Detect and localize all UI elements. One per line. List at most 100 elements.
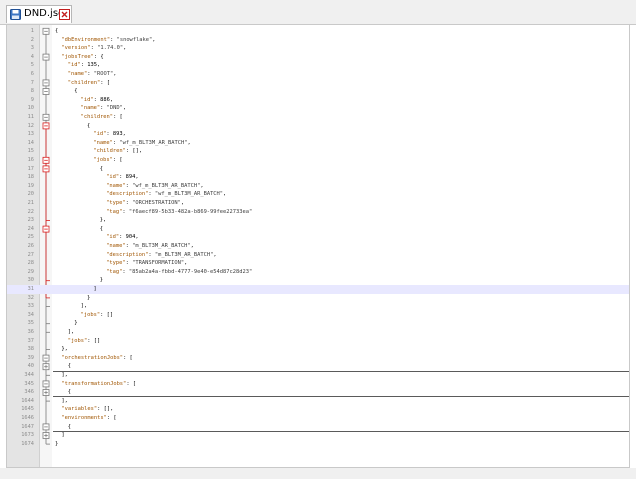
- code-line[interactable]: 23},: [7, 216, 629, 225]
- line-number: 38: [27, 346, 34, 353]
- code-line[interactable]: 1647{: [7, 423, 629, 432]
- fold-collapse-icon[interactable]: [42, 113, 50, 121]
- code-line[interactable]: 27"description": "m_BLT3M_AR_BATCH",: [7, 251, 629, 260]
- code-line[interactable]: 3"version": "1.74.0",: [7, 44, 629, 53]
- fold-collapse-icon[interactable]: [42, 53, 50, 61]
- json-string: "wf_m_BLT3M_AR_BATCH": [154, 191, 224, 198]
- code-line[interactable]: 22"tag": "f6aecf89-5b33-482a-b869-99fee2…: [7, 208, 629, 217]
- code-line[interactable]: 4"jobsTree": {: [7, 53, 629, 62]
- json-punctuation: :: [110, 36, 117, 43]
- fold-collapse-icon[interactable]: [42, 165, 50, 173]
- line-number: 346: [24, 389, 34, 396]
- code-line[interactable]: 8{: [7, 87, 629, 96]
- code-line[interactable]: 1646"environments": [: [7, 414, 629, 423]
- code-line[interactable]: 1644],: [7, 397, 629, 406]
- json-punctuation: :: [125, 200, 133, 206]
- code-line[interactable]: 9"id": 886,: [7, 96, 629, 105]
- code-line[interactable]: 32}: [7, 294, 629, 303]
- json-string: "ORCHESTRATION": [132, 200, 181, 206]
- json-punctuation: {: [99, 165, 104, 172]
- fold-expand-icon[interactable]: [42, 363, 50, 371]
- json-punctuation: ,: [200, 182, 204, 189]
- fold-collapse-icon[interactable]: [42, 380, 50, 388]
- json-string: "DND": [106, 105, 123, 112]
- close-icon[interactable]: [59, 9, 70, 20]
- code-line[interactable]: 29"tag": "85ab2a4a-fbbd-4777-9e40-e54d87…: [7, 268, 629, 277]
- json-punctuation: ,: [184, 260, 188, 267]
- line-number: 1646: [21, 415, 34, 421]
- code-line[interactable]: 11"children": [: [7, 113, 629, 122]
- line-number: 2: [30, 36, 34, 43]
- fold-expand-icon[interactable]: [42, 389, 50, 396]
- line-number: 23: [27, 217, 34, 224]
- code-text: ],: [61, 397, 68, 406]
- json-punctuation: ]: [93, 286, 97, 292]
- code-line[interactable]: 35}: [7, 319, 629, 328]
- code-line[interactable]: 14"name": "wf_m_BLT3M_AR_BATCH",: [7, 139, 629, 148]
- code-line[interactable]: 346{: [7, 388, 629, 397]
- fold-collapse-icon[interactable]: [42, 79, 50, 87]
- code-line[interactable]: 15"children": [],: [7, 147, 629, 156]
- json-key: "variables": [61, 406, 98, 413]
- fold-collapse-icon[interactable]: [42, 122, 50, 130]
- code-line[interactable]: 17 {: [7, 165, 629, 174]
- line-number: 30: [27, 277, 34, 284]
- code-line[interactable]: 24{: [7, 225, 629, 234]
- code-line[interactable]: 6"name": "ROOT",: [7, 70, 629, 79]
- code-line[interactable]: 12{: [7, 122, 629, 131]
- code-line[interactable]: 13"id": 893,: [7, 130, 629, 139]
- line-number: 1647: [21, 423, 34, 430]
- fold-collapse-icon[interactable]: [42, 88, 50, 95]
- code-line[interactable]: 21"type": "ORCHESTRATION",: [7, 199, 629, 208]
- json-key: "children": [67, 79, 101, 86]
- fold-expand-icon[interactable]: [42, 432, 50, 439]
- json-punctuation: ,: [187, 139, 191, 146]
- code-line[interactable]: 28"type": "TRANSFORMATION",: [7, 259, 629, 268]
- line-number: 345: [24, 380, 34, 387]
- code-line[interactable]: 1673]: [7, 431, 629, 440]
- code-line[interactable]: 7"children": [: [7, 79, 629, 88]
- tab-dnd-json[interactable]: DND.json: [6, 5, 72, 23]
- fold-collapse-icon[interactable]: [42, 423, 50, 431]
- code-line[interactable]: 34"jobs": []: [7, 311, 629, 320]
- editor-pane[interactable]: 1{2"dbEnvironment": "snowflake",3"versio…: [6, 24, 630, 468]
- code-line[interactable]: 38},: [7, 345, 629, 354]
- json-punctuation: : [: [100, 79, 111, 86]
- code-line[interactable]: 345"transformationJobs": [: [7, 380, 629, 389]
- line-number: 14: [27, 139, 34, 146]
- code-line[interactable]: 10"name": "DND",: [7, 104, 629, 113]
- code-line[interactable]: 1645"variables": [],: [7, 405, 629, 414]
- code-line[interactable]: 16"jobs": [: [7, 156, 629, 165]
- json-punctuation: :: [90, 45, 98, 52]
- fold-collapse-icon[interactable]: [42, 225, 50, 233]
- code-text: "name": "m_BLT3M_AR_BATCH",: [106, 242, 194, 251]
- json-key: "description": [106, 251, 149, 258]
- json-punctuation: : [: [106, 415, 117, 421]
- json-punctuation: : [],: [97, 406, 114, 413]
- code-line[interactable]: 39"orchestrationJobs": [: [7, 354, 629, 363]
- code-line[interactable]: 18"id": 894,: [7, 173, 629, 182]
- code-line[interactable]: 33],: [7, 302, 629, 311]
- fold-collapse-icon[interactable]: [42, 354, 50, 362]
- fold-collapse-icon[interactable]: [42, 27, 50, 35]
- code-line[interactable]: 19"name": "wf_m_BLT3M_AR_BATCH",: [7, 182, 629, 191]
- code-line[interactable]: 31]: [7, 285, 629, 294]
- line-number: 17: [27, 165, 34, 172]
- code-line[interactable]: 26"name": "m_BLT3M_AR_BATCH",: [7, 242, 629, 251]
- code-line[interactable]: 1{: [7, 27, 629, 36]
- code-line[interactable]: 25"id": 904,: [7, 233, 629, 242]
- code-line[interactable]: 30}: [7, 276, 629, 285]
- fold-collapse-icon[interactable]: [42, 156, 50, 164]
- json-string: "ROOT": [93, 71, 114, 77]
- code-line[interactable]: 2"dbEnvironment": "snowflake",: [7, 36, 629, 45]
- code-line[interactable]: 5"id": 135,: [7, 61, 629, 70]
- tab-title: DND.json: [24, 8, 71, 19]
- code-line[interactable]: 40{: [7, 362, 629, 371]
- code-line[interactable]: 1674}: [7, 440, 629, 449]
- code-line[interactable]: 37"jobs": []: [7, 337, 629, 346]
- code-line[interactable]: 344],: [7, 371, 629, 380]
- json-punctuation: ,: [113, 71, 117, 77]
- code-text: },: [100, 216, 107, 225]
- code-line[interactable]: 20"description": "wf_m_BLT3M_AR_BATCH",: [7, 190, 629, 199]
- code-line[interactable]: 36],: [7, 328, 629, 337]
